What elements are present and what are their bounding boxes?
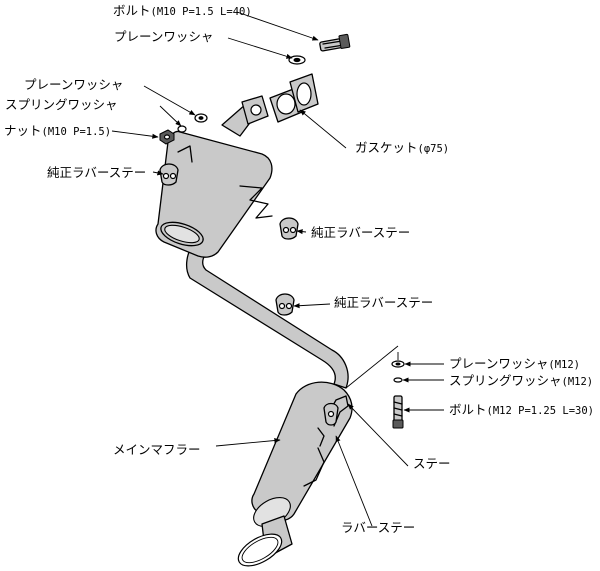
plain-washer-top: [288, 55, 306, 65]
label-main-muffler: メインマフラー: [113, 442, 201, 457]
label-gasket: ガスケット(φ75): [355, 140, 450, 156]
label-bolt-m12: ボルト(M12 P=1.25 L=30): [449, 402, 594, 418]
main-pipe: [185, 239, 349, 389]
label-rubber-stay-2: 純正ラバーステー: [311, 225, 411, 240]
label-rubber-stay-1: 純正ラバーステー: [47, 165, 147, 180]
label-rubber-stay-3: 純正ラバーステー: [334, 295, 434, 310]
spring-washer-m12: [393, 377, 403, 383]
bolt-m12: [392, 395, 404, 429]
label-rubber-stay: ラバーステー: [341, 520, 416, 535]
bolt-m10: [319, 33, 351, 52]
label-nut-m10: ナット(M10 P=1.5): [4, 123, 112, 139]
gasket: [269, 73, 319, 123]
label-plain-washer-left: プレーンワッシャ: [24, 77, 124, 92]
label-stay: ステー: [413, 456, 451, 471]
label-spring-washer-m12: スプリングワッシャ(M12): [449, 373, 594, 389]
plain-washer-left: [194, 113, 208, 123]
label-bolt-m10: ボルト(M10 P=1.5 L=40): [113, 3, 252, 19]
rubber-stay-2: [279, 217, 299, 240]
label-spring-washer-left: スプリングワッシャ: [5, 97, 118, 112]
inlet-flange: [241, 95, 269, 125]
label-plain-washer-m12: プレーンワッシャ(M12): [449, 356, 580, 372]
plain-washer-m12: [391, 360, 405, 368]
spring-washer-left: [177, 125, 187, 133]
leader-lines: [111, 11, 444, 527]
label-plain-washer-top: プレーンワッシャ: [114, 29, 214, 44]
rubber-stay-1: [159, 163, 179, 186]
main-muffler: [237, 381, 353, 567]
rubber-stay-3: [275, 293, 295, 316]
nut-m10: [159, 129, 175, 145]
